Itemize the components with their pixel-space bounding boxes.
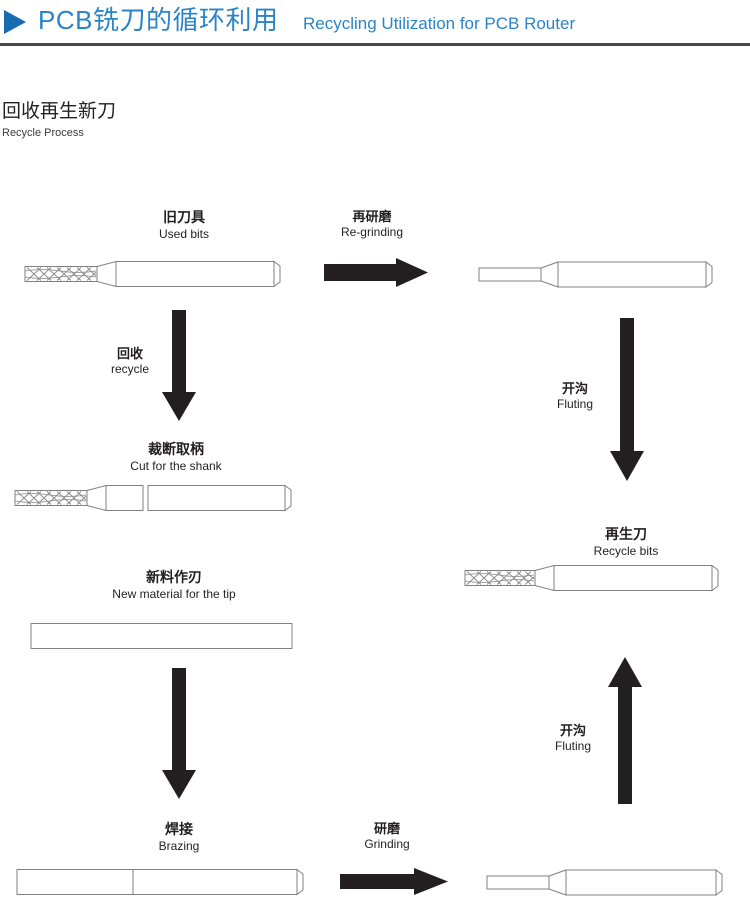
arrow-recycle xyxy=(160,310,198,422)
caption-brazing-cn: 焊接 xyxy=(165,821,193,837)
caption-cut-for-shank: 裁断取柄 Cut for the shank xyxy=(92,440,260,474)
caption-cut-for-shank-en: Cut for the shank xyxy=(130,459,222,473)
label-recycle: 回收 recycle xyxy=(88,345,172,377)
label-fluting-bottom-en: Fluting xyxy=(554,739,592,753)
arrow-re-grinding xyxy=(324,258,430,288)
caption-new-material-en: New material for the tip xyxy=(112,587,236,601)
label-fluting-bottom: 开沟 Fluting xyxy=(536,722,610,754)
label-re-grinding: 再研磨 Re-grinding xyxy=(316,208,428,240)
caption-new-material-cn: 新料作刃 xyxy=(146,569,202,585)
caption-used-bits: 旧刀具 Used bits xyxy=(104,208,264,242)
header-divider xyxy=(0,43,750,46)
header-title-cn: PCB铣刀的循环利用 xyxy=(38,5,279,35)
label-fluting-top-en: Fluting xyxy=(556,397,594,411)
caption-brazing-en: Brazing xyxy=(158,839,200,853)
arrow-fluting-bottom xyxy=(606,657,644,805)
label-fluting-top-cn: 开沟 xyxy=(561,381,588,396)
label-grinding-cn: 研磨 xyxy=(373,821,400,836)
tool-brazing xyxy=(16,866,312,898)
arrow-to-brazing xyxy=(160,668,198,800)
arrow-grinding xyxy=(340,868,450,896)
caption-brazing: 焊接 Brazing xyxy=(104,820,254,854)
tool-used-bits xyxy=(24,258,294,290)
label-grinding: 研磨 Grinding xyxy=(336,820,438,852)
label-re-grinding-en: Re-grinding xyxy=(340,225,404,239)
caption-used-bits-cn: 旧刀具 xyxy=(163,209,205,225)
label-fluting-top: 开沟 Fluting xyxy=(538,380,612,412)
caption-recycle-bits-en: Recycle bits xyxy=(593,544,659,558)
caption-used-bits-en: Used bits xyxy=(158,227,210,241)
label-fluting-bottom-cn: 开沟 xyxy=(559,723,586,738)
tool-recycle-bits xyxy=(464,562,732,594)
caption-cut-for-shank-cn: 裁断取柄 xyxy=(148,441,204,457)
caption-recycle-bits: 再生刀 Recycle bits xyxy=(546,525,706,559)
play-triangle-icon xyxy=(4,10,26,34)
tool-cut-for-shank xyxy=(14,482,300,514)
tool-ground-blank xyxy=(486,866,738,898)
section-title-cn: 回收再生新刀 xyxy=(2,101,117,122)
label-recycle-cn: 回收 xyxy=(116,346,143,361)
label-grinding-en: Grinding xyxy=(364,837,410,851)
label-recycle-en: recycle xyxy=(110,362,149,376)
caption-recycle-bits-cn: 再生刀 xyxy=(605,526,647,542)
label-re-grinding-cn: 再研磨 xyxy=(352,209,392,224)
arrow-fluting-top xyxy=(608,318,646,482)
tool-new-material xyxy=(30,620,296,652)
tool-reground-blank xyxy=(478,258,728,290)
caption-new-material: 新料作刃 New material for the tip xyxy=(80,568,268,602)
page-header: PCB铣刀的循环利用 Recycling Utilization for PCB… xyxy=(0,0,750,46)
section-title-en: Recycle Process xyxy=(2,127,84,139)
header-title-en: Recycling Utilization for PCB Router xyxy=(303,14,576,33)
